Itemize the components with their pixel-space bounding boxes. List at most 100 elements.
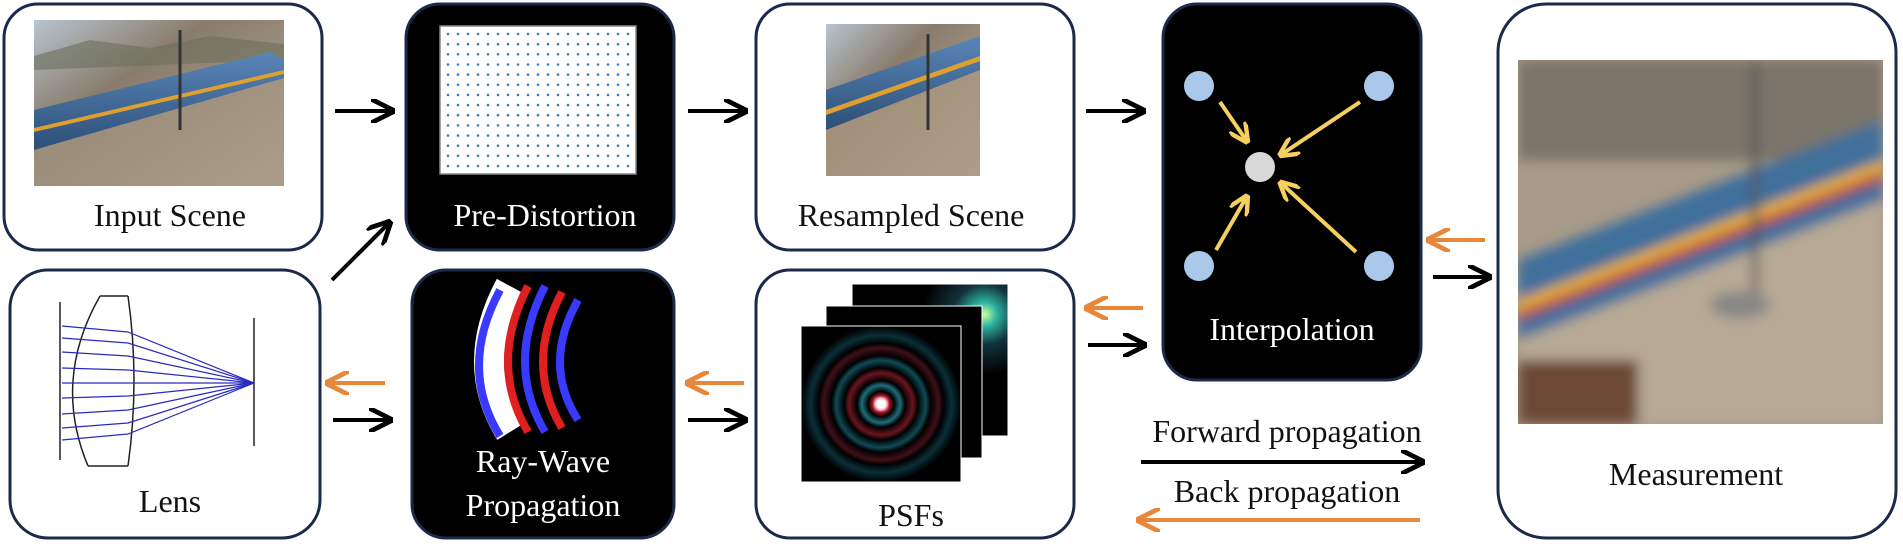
grid-sample-dot [546,93,550,97]
grid-sample-dot [546,63,550,66]
grid-sample-dot [626,53,630,56]
grid-sample-dot [606,73,610,76]
grid-sample-dot [536,103,540,107]
grid-sample-dot [496,134,500,137]
grid-sample-dot [446,42,450,46]
grid-sample-dot [586,42,590,46]
psf-center-peak [875,398,887,410]
grid-sample-dot [486,32,490,36]
grid-sample-dot [476,73,480,76]
grid-sample-dot [446,154,450,158]
grid-sample-dot [556,63,560,66]
grid-sample-dot [576,63,580,66]
grid-sample-dot [616,83,620,87]
grid-sample-dot [536,154,540,158]
grid-sample-dot [616,144,620,147]
interpolation-label: Interpolation [1209,311,1374,347]
node-pre-distortion: Pre-Distortion [404,2,676,252]
grid-sample-dot [586,83,590,87]
grid-sample-dot [506,93,510,97]
grid-sample-dot [626,144,630,147]
grid-sample-dot [536,134,540,137]
grid-sample-dot [576,83,580,87]
grid-sample-dot [526,32,530,36]
lens-label: Lens [139,483,201,519]
grid-sample-dot [546,42,550,46]
grid-sample-dot [516,134,520,137]
grid-sample-dot [526,42,530,46]
grid-sample-dot [466,42,470,46]
grid-sample-dot [566,134,570,137]
grid-sample-dot [476,103,480,107]
grid-sample-dot [556,144,560,147]
grid-sample-dot [626,164,630,168]
grid-sample-dot [576,32,580,36]
grid-sample-dot [586,63,590,66]
grid-sample-dot [596,164,600,168]
grid-sample-dot [586,154,590,158]
grid-sample-dot [606,63,610,66]
grid-sample-dot [616,73,620,76]
grid-sample-dot [576,42,580,46]
grid-sample-dot [626,103,630,107]
interp-node-top-left [1184,71,1214,101]
grid-sample-dot [516,124,520,127]
grid-sample-dot [566,53,570,56]
grid-sample-dot [536,83,540,87]
grid-sample-dot [576,103,580,107]
grid-sample-dot [456,83,460,87]
grid-sample-dot [456,134,460,137]
grid-sample-dot [576,124,580,127]
grid-sample-dot [576,93,580,97]
grid-sample-dot [526,83,530,87]
grid-sample-dot [516,113,520,117]
grid-sample-dot [526,53,530,56]
grid-sample-dot [536,42,540,46]
grid-sample-dot [626,83,630,87]
grid-sample-dot [496,103,500,107]
grid-sample-dot [456,93,460,97]
grid-sample-dot [526,73,530,76]
grid-sample-dot [566,42,570,46]
grid-sample-dot [466,83,470,87]
grid-sample-dot [536,53,540,56]
grid-sample-dot [496,42,500,46]
grid-sample-dot [566,73,570,76]
grid-sample-dot [476,113,480,117]
grid-sample-dot [446,144,450,147]
grid-sample-dot [476,144,480,147]
grid-sample-dot [546,103,550,107]
grid-sample-dot [516,32,520,36]
grid-sample-dot [516,63,520,66]
ray-wave-label-line2: Propagation [466,487,621,523]
lens-diagram [59,295,255,467]
flow-arrows [330,111,1487,420]
grid-sample-dot [576,164,580,168]
grid-sample-dot [456,73,460,76]
lens-rays [61,325,255,441]
grid-sample-dot [616,93,620,97]
grid-sample-dot [516,103,520,107]
grid-sample-dot [576,73,580,76]
grid-sample-dot [586,53,590,56]
grid-sample-dot [606,124,610,127]
grid-sample-dot [496,154,500,158]
grid-sample-dot [486,42,490,46]
node-interpolation: Interpolation [1161,2,1423,382]
grid-sample-dot [586,144,590,147]
grid-sample-dot [476,124,480,127]
grid-sample-dot [526,113,530,117]
grid-sample-dot [466,144,470,147]
grid-sample-dot [506,83,510,87]
grid-sample-dot [506,103,510,107]
grid-sample-dot [596,53,600,56]
grid-sample-dot [566,124,570,127]
grid-sample-dot [466,154,470,158]
grid-sample-dot [616,42,620,46]
grid-sample-dot [546,73,550,76]
grid-sample-dot [606,32,610,36]
grid-sample-dot [456,103,460,107]
measurement-image [1518,60,1883,424]
grid-sample-dot [526,63,530,66]
grid-sample-dot [556,93,560,97]
